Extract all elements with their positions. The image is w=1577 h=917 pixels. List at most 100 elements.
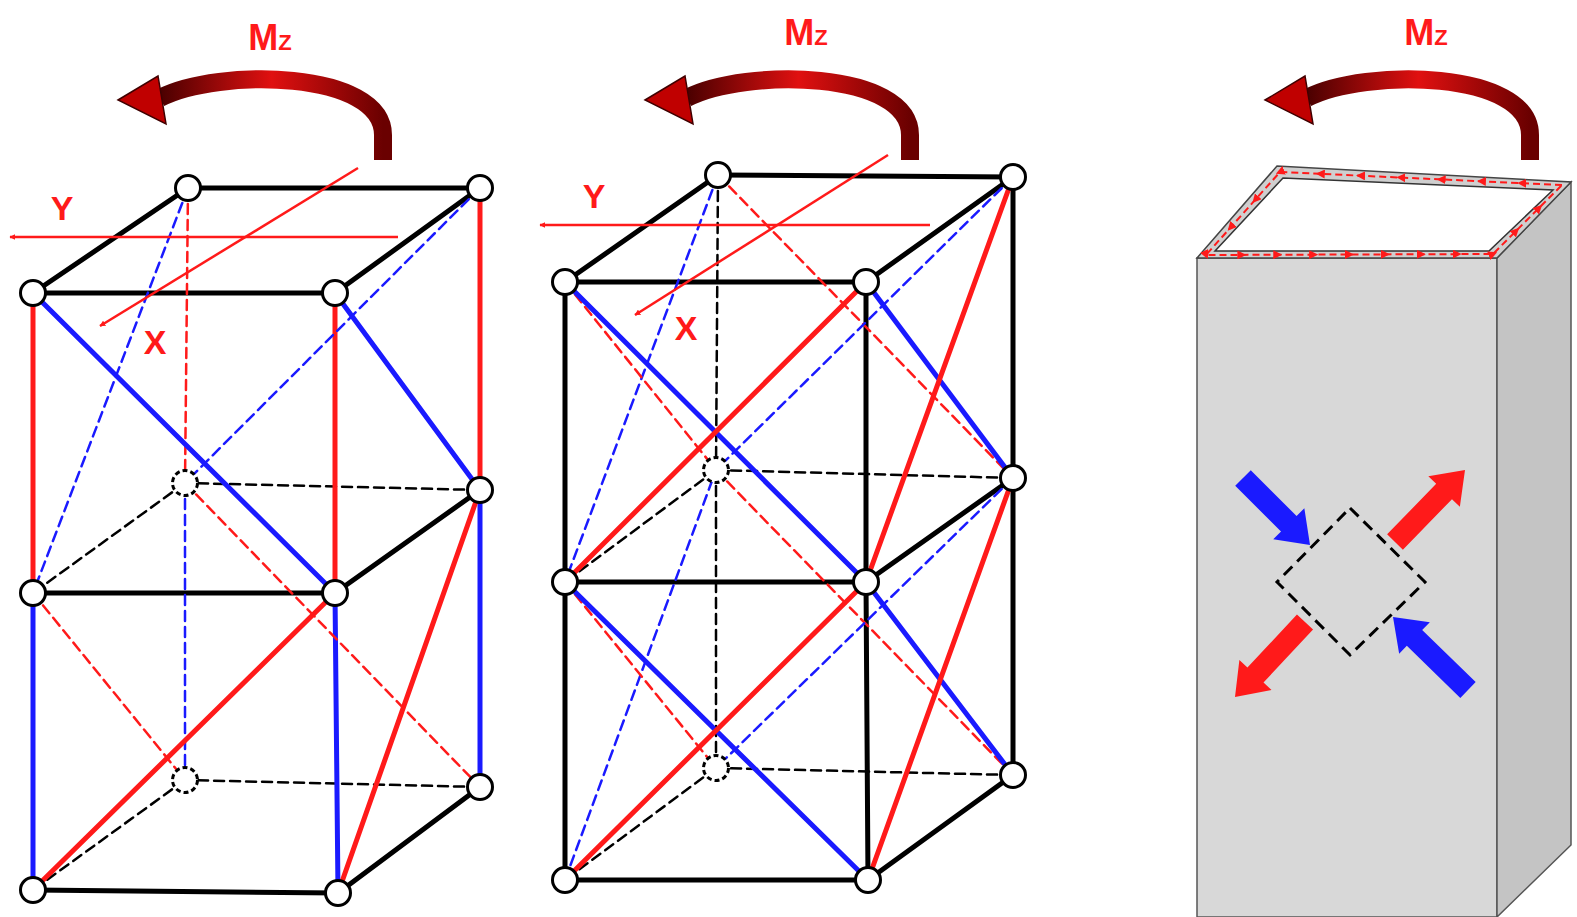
truss-member — [338, 490, 480, 893]
pin-joint — [1001, 763, 1026, 788]
pin-joint — [323, 281, 348, 306]
truss-member — [33, 483, 185, 593]
axis-label: Y — [51, 191, 74, 225]
tube-figure — [1197, 166, 1571, 917]
pin-joint — [173, 471, 198, 496]
axis-arrow — [100, 168, 358, 326]
truss-member — [33, 291, 335, 296]
stress-arrow — [1387, 470, 1465, 550]
stress-arrow — [1235, 470, 1310, 545]
truss-member — [185, 483, 480, 787]
pin-joint — [1001, 165, 1026, 190]
truss-member — [565, 768, 716, 880]
pin-joint — [323, 581, 348, 606]
truss-member — [565, 878, 868, 883]
stress-arrow — [1235, 614, 1313, 697]
truss-member — [335, 188, 480, 293]
moment-band — [687, 79, 910, 160]
truss-member — [715, 470, 718, 768]
truss-member — [866, 177, 1013, 282]
truss-member — [33, 593, 185, 780]
moment-head — [645, 76, 693, 124]
truss-member — [716, 470, 1013, 775]
pin-joint — [173, 768, 198, 793]
pin-joint — [21, 281, 46, 306]
moment-band — [1307, 79, 1530, 160]
moment-label: MZ — [784, 15, 827, 51]
truss-member — [716, 177, 1013, 470]
pin-joint — [704, 458, 729, 483]
axis-arrow — [540, 224, 930, 227]
truss-member — [185, 188, 188, 483]
axis-arrow — [635, 155, 888, 315]
tube-side — [1497, 182, 1571, 917]
truss-member — [565, 175, 718, 582]
truss-member — [31, 593, 36, 890]
moment-label: MZ — [248, 20, 291, 56]
truss-member — [866, 478, 1013, 582]
truss-member — [565, 582, 866, 880]
pin-joint — [706, 163, 731, 188]
truss-member — [565, 282, 866, 582]
tube-top — [1197, 166, 1571, 258]
pin-joint — [326, 881, 351, 906]
tube-hole — [1215, 178, 1553, 251]
moment-arrow — [1265, 76, 1530, 160]
pin-joint — [553, 270, 578, 295]
truss-member — [185, 780, 480, 787]
axis-label: Y — [583, 179, 606, 213]
pin-joint — [21, 581, 46, 606]
truss-member — [478, 490, 483, 787]
truss-member — [31, 293, 36, 593]
truss-member — [565, 470, 716, 880]
pin-joint — [21, 878, 46, 903]
axis-label: X — [144, 325, 167, 359]
tube-front — [1197, 258, 1497, 917]
pin-joint — [553, 868, 578, 893]
pin-joint — [468, 775, 493, 800]
truss-member — [478, 188, 483, 490]
truss-member — [716, 478, 1013, 768]
truss-member — [33, 890, 338, 893]
truss-member — [335, 490, 480, 593]
pin-joint — [704, 756, 729, 781]
truss-member — [33, 188, 188, 593]
moment-arrow — [645, 76, 910, 160]
truss-member — [333, 293, 338, 593]
truss-member — [184, 483, 187, 780]
shear-flow — [1206, 172, 1562, 255]
moment-head — [118, 76, 166, 124]
pin-joint — [1001, 466, 1026, 491]
truss-member — [1011, 177, 1016, 478]
truss-member — [33, 593, 335, 890]
pin-joint — [468, 478, 493, 503]
truss-member — [565, 175, 718, 282]
truss-member — [868, 478, 1013, 880]
truss-member — [565, 470, 716, 582]
pin-joint — [553, 570, 578, 595]
truss-member — [188, 186, 480, 191]
truss-frame — [553, 163, 1026, 893]
truss-frame — [21, 176, 493, 906]
truss-member — [716, 175, 718, 470]
axis-label: X — [675, 311, 698, 345]
truss-member — [33, 188, 188, 293]
axis-arrow — [10, 236, 398, 239]
moment-arrow — [118, 76, 383, 160]
truss-member — [718, 175, 1013, 478]
stress-arrow — [1393, 617, 1476, 698]
moment-label: MZ — [1404, 15, 1447, 51]
pin-joint — [854, 270, 879, 295]
truss-member — [868, 775, 1013, 880]
truss-member — [563, 582, 568, 880]
moment-head — [1265, 76, 1313, 124]
pin-joint — [176, 176, 201, 201]
truss-member — [335, 293, 480, 490]
truss-member — [563, 282, 568, 582]
pin-joint — [856, 868, 881, 893]
moment-band — [160, 79, 383, 160]
pin-joint — [468, 176, 493, 201]
truss-member — [565, 582, 716, 768]
